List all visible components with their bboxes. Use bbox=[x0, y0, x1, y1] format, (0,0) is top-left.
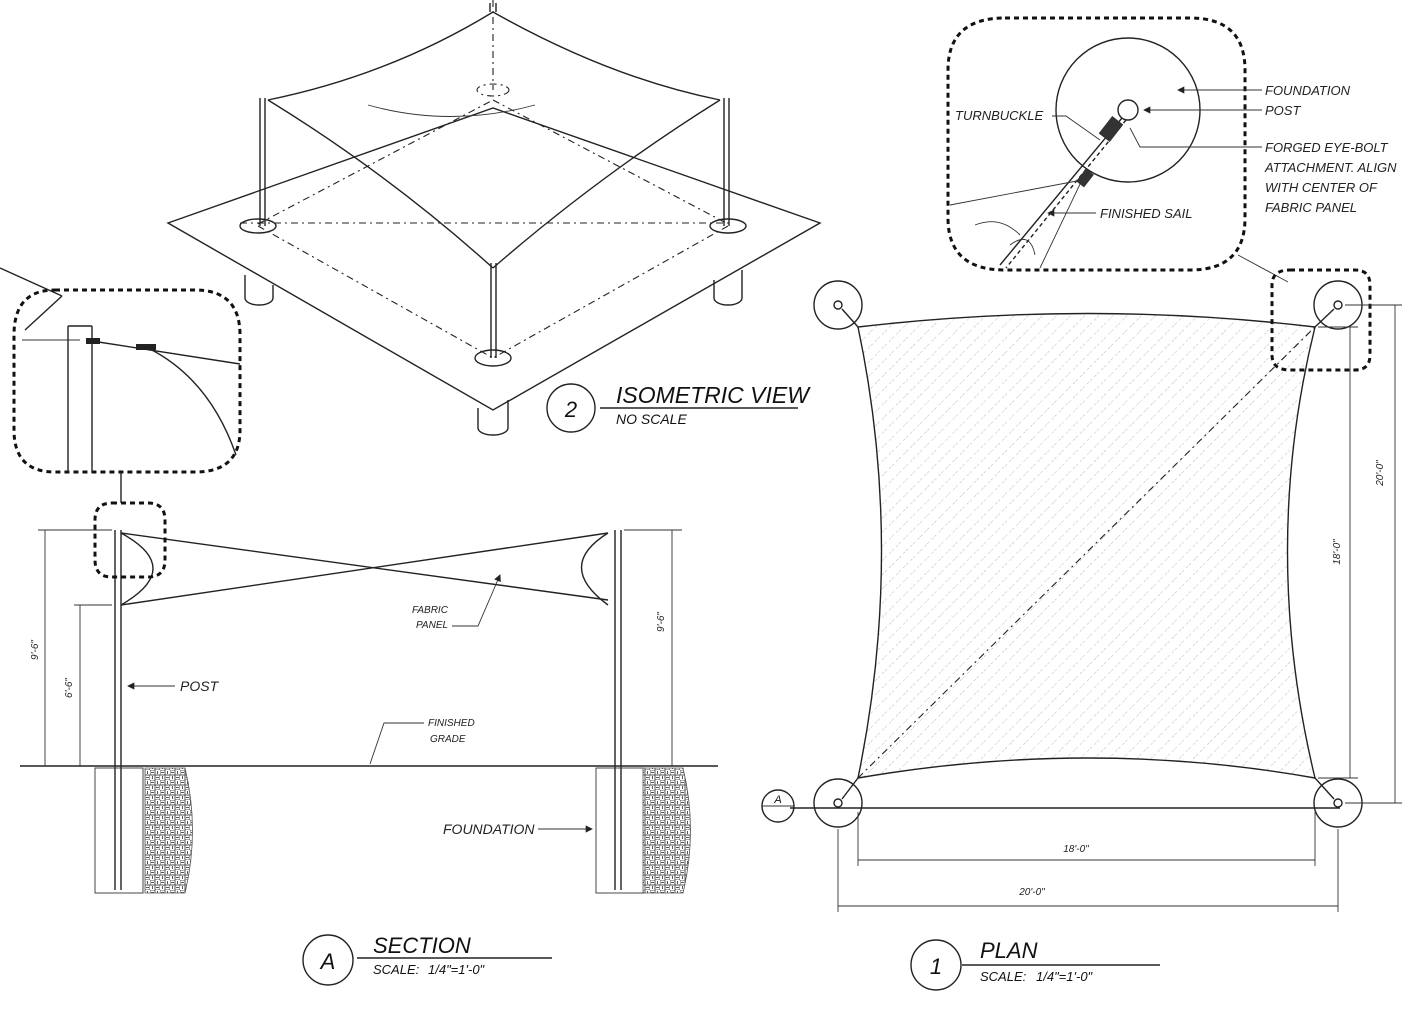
svg-text:FABRIC PANEL: FABRIC PANEL bbox=[1265, 200, 1357, 215]
section-foundation-right bbox=[642, 767, 691, 894]
plan-dim-inner-h: 18'-0" bbox=[1063, 844, 1089, 855]
isometric-view bbox=[166, 0, 822, 436]
detail-post-circle bbox=[1117, 99, 1139, 121]
label-turnbuckle: TURNBUCKLE bbox=[955, 108, 1043, 123]
section-letter: A bbox=[319, 949, 336, 974]
dim-right: 9'-6" bbox=[656, 612, 667, 632]
dim-left-outer: 9'-6" bbox=[30, 640, 41, 660]
plan-dim-outer-v: 20'-0" bbox=[1375, 460, 1386, 487]
section-title: SECTION bbox=[373, 933, 471, 958]
plan-view: A 18'-0" 20'-0" 18'-0" 20'-0" bbox=[761, 268, 1402, 912]
dim-left-inner: 6'-6" bbox=[64, 678, 75, 698]
label-finished-sail: FINISHED SAIL bbox=[1100, 206, 1192, 221]
plan-title: PLAN bbox=[980, 938, 1038, 963]
plan-corner-bl bbox=[813, 778, 863, 828]
isometric-scale: NO SCALE bbox=[616, 411, 687, 427]
plan-dim-inner-v: 18'-0" bbox=[1332, 539, 1343, 565]
section-a: 9'-6" 6'-6" 9'-6" FABRIC PANEL POST FINI… bbox=[20, 472, 718, 894]
plan-sail bbox=[857, 312, 1316, 779]
svg-text:PANEL: PANEL bbox=[416, 620, 448, 631]
label-post: POST bbox=[180, 678, 220, 694]
plan-corner-tl bbox=[813, 280, 863, 330]
svg-text:WITH CENTER OF: WITH CENTER OF bbox=[1265, 180, 1378, 195]
plan-title-block: 1 PLAN SCALE: 1/4"=1'-0" bbox=[910, 938, 1160, 991]
plan-scale-value: 1/4"=1'-0" bbox=[1036, 969, 1094, 984]
section-foundation-left bbox=[144, 767, 193, 894]
plan-number: 1 bbox=[930, 954, 942, 979]
plan-scale-label: SCALE: bbox=[980, 969, 1027, 984]
iso-sail-edge bbox=[267, 11, 494, 101]
label-fabric-panel: FABRIC bbox=[412, 605, 449, 616]
section-detail-bubble bbox=[0, 267, 242, 474]
label-detail-post: POST bbox=[1265, 103, 1301, 118]
label-finished-grade: FINISHED bbox=[428, 718, 475, 729]
label-detail-foundation: FOUNDATION bbox=[1265, 83, 1351, 98]
section-title-block: A SECTION SCALE: 1/4"=1'-0" bbox=[302, 933, 552, 986]
isometric-title-block: 2 ISOMETRIC VIEW NO SCALE bbox=[546, 382, 811, 433]
label-eyebolt: FORGED EYE-BOLT bbox=[1265, 140, 1389, 155]
iso-footing-left bbox=[244, 275, 274, 306]
iso-slab bbox=[166, 107, 822, 411]
plan-detail-bubble: TURNBUCKLE FOUNDATION POST FORGED EYE-BO… bbox=[946, 16, 1397, 283]
section-fabric bbox=[120, 532, 609, 601]
isometric-title: ISOMETRIC VIEW bbox=[616, 382, 811, 408]
plan-dim-outer-h: 20'-0" bbox=[1018, 887, 1045, 898]
iso-footing-right bbox=[713, 270, 743, 306]
label-foundation: FOUNDATION bbox=[443, 821, 535, 837]
section-scale-label: SCALE: bbox=[373, 962, 420, 977]
svg-text:GRADE: GRADE bbox=[430, 734, 466, 745]
iso-footing-front bbox=[477, 400, 509, 436]
plan-section-marker: A bbox=[773, 794, 781, 806]
section-scale-value: 1/4"=1'-0" bbox=[428, 962, 486, 977]
isometric-number: 2 bbox=[564, 397, 577, 422]
svg-text:ATTACHMENT. ALIGN: ATTACHMENT. ALIGN bbox=[1264, 160, 1397, 175]
